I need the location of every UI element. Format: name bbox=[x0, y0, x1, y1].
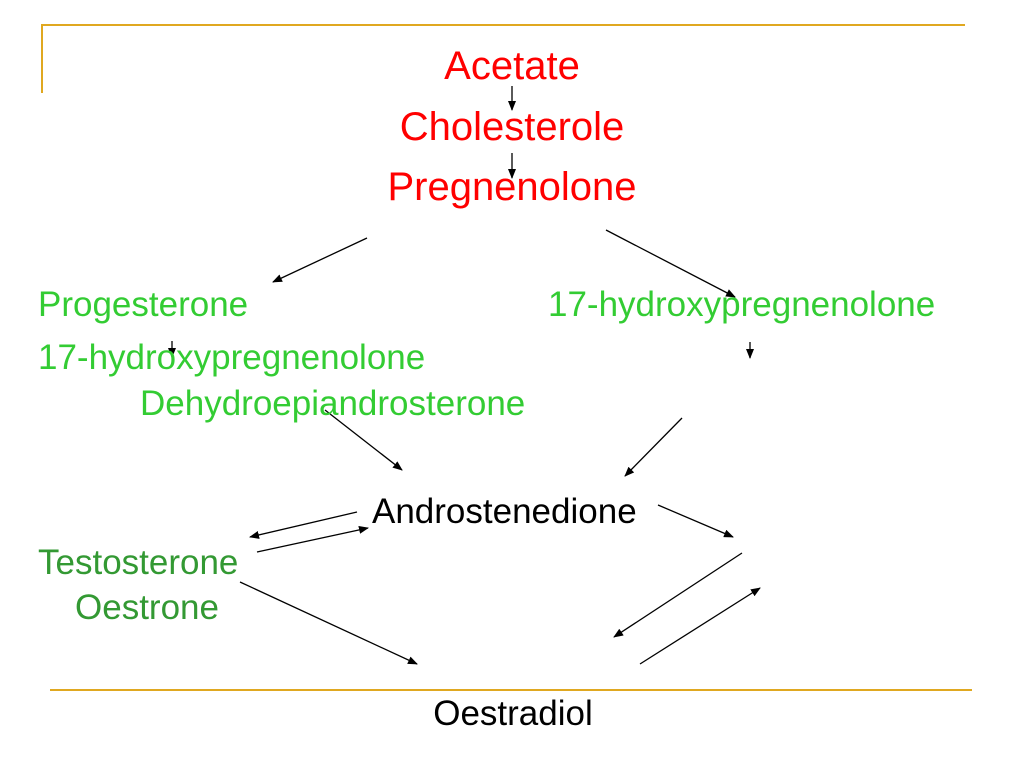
node-androstenedione: Androstenedione bbox=[372, 492, 637, 531]
arrow-pregnenolone-to-hydroxypregnenolone bbox=[605, 229, 736, 298]
arrow-right-branch-to-androstenedione bbox=[624, 417, 683, 477]
node-17-hydroxypregnenolone-left: 17-hydroxypregnenolone bbox=[38, 338, 426, 377]
arrow-right-to-oestradiol bbox=[613, 552, 743, 638]
node-cholesterole: Cholesterole bbox=[399, 105, 625, 149]
node-oestrone: Oestrone bbox=[75, 588, 219, 627]
node-pregnenolone: Pregnenolone bbox=[387, 165, 637, 209]
arrow-androstenedione-to-right bbox=[657, 504, 734, 538]
node-oestradiol: Oestradiol bbox=[433, 694, 593, 733]
arrow-oestradiol-to-right bbox=[639, 587, 761, 665]
arrow-dehydroepiandrosterone-to-androstenedione bbox=[324, 409, 403, 471]
arrow-androstenedione-to-testosterone bbox=[249, 511, 358, 539]
arrow-testosterone-to-oestradiol bbox=[239, 581, 418, 665]
arrow-testosterone-to-androstenedione bbox=[256, 525, 369, 553]
node-acetate: Acetate bbox=[444, 44, 580, 88]
node-17-hydroxypregnenolone-right: 17-hydroxypregnenolone bbox=[548, 285, 936, 324]
top-corner-rule bbox=[41, 24, 965, 93]
node-progesterone: Progesterone bbox=[38, 285, 249, 324]
node-dehydroepiandrosterone: Dehydroepiandrosterone bbox=[140, 384, 526, 423]
node-testosterone: Testosterone bbox=[38, 543, 239, 582]
arrow-pregnenolone-to-progesterone bbox=[272, 237, 368, 283]
